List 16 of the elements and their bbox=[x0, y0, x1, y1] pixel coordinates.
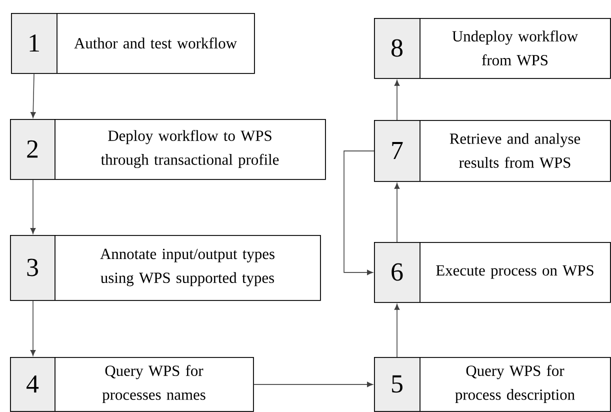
arrow bbox=[394, 304, 400, 358]
arrow bbox=[30, 300, 36, 356]
arrow bbox=[344, 150, 374, 276]
step-box: 6 Execute process on WPS bbox=[374, 242, 611, 303]
step-box: 5 Query WPS for process description bbox=[374, 356, 611, 412]
arrow bbox=[254, 382, 373, 388]
arrow bbox=[30, 74, 36, 118]
step-box: 8 Undeploy workflow from WPS bbox=[374, 18, 611, 79]
arrow bbox=[30, 180, 36, 234]
arrow bbox=[394, 182, 400, 242]
arrow bbox=[394, 80, 400, 120]
step-box: 1 Author and test workflow bbox=[11, 12, 255, 74]
step-box: 2 Deploy workflow to WPS through transactional profile bbox=[10, 118, 326, 180]
step-box: 4 Query WPS for processes names bbox=[10, 356, 254, 412]
step-box: 3 Annotate input/output types using WPS supported types bbox=[10, 234, 321, 301]
step-box: 7 Retrieve and analyse results from WPS bbox=[374, 120, 611, 182]
